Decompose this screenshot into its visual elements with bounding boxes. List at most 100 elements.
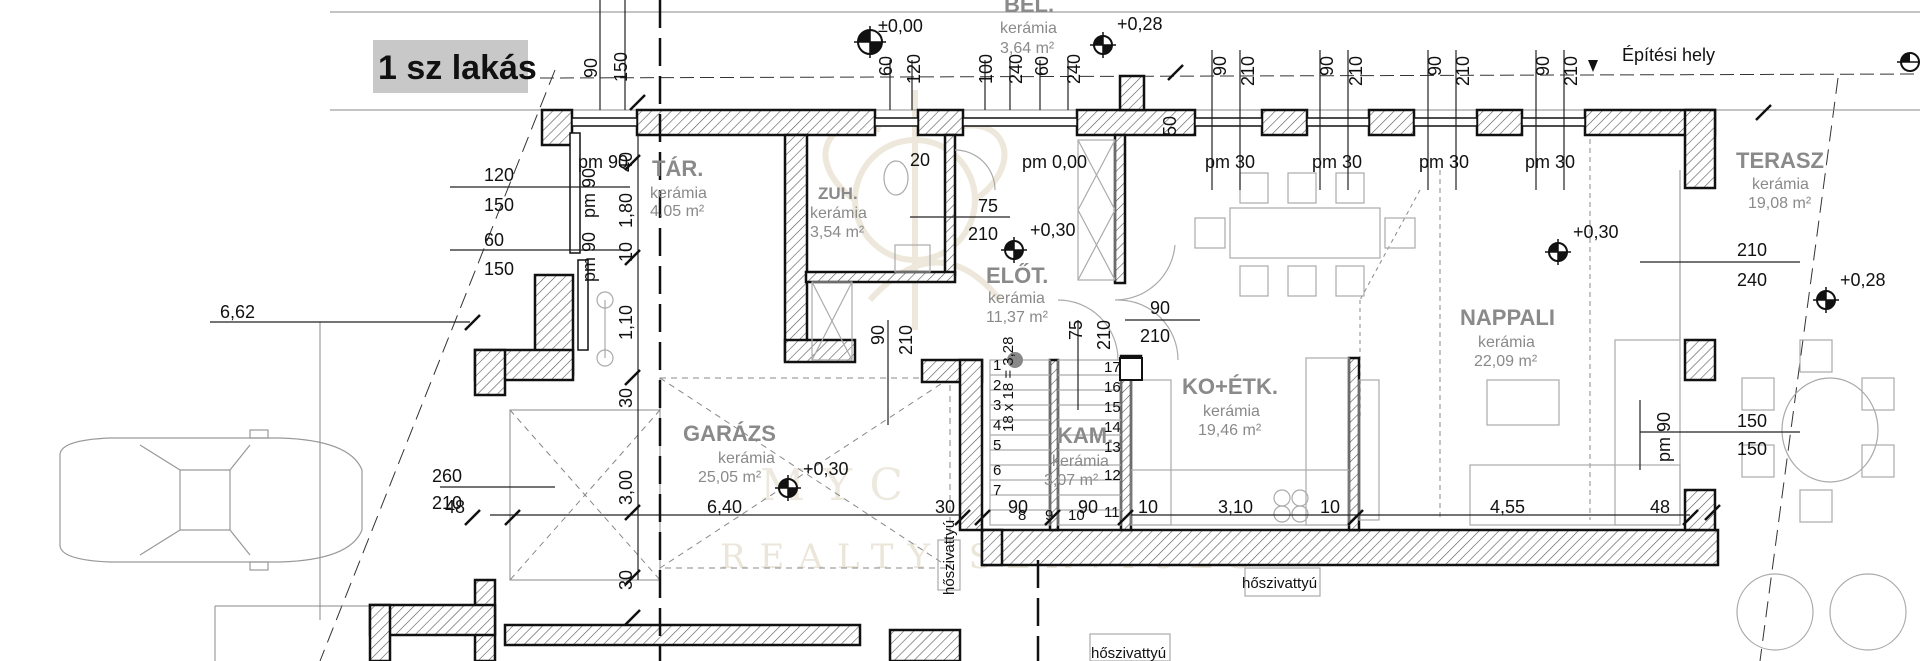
svg-text:10: 10 [1320, 497, 1340, 517]
svg-text:210: 210 [896, 325, 916, 355]
svg-text:12: 12 [1104, 467, 1121, 484]
svg-text:90: 90 [868, 325, 888, 345]
room-elot: ELŐT. kerámia 11,37 m² [986, 263, 1049, 326]
svg-text:10: 10 [1138, 497, 1158, 517]
svg-text:hőszivattyú: hőszivattyú [1242, 575, 1317, 592]
svg-text:48: 48 [445, 497, 465, 517]
elevation-marker [1897, 52, 1920, 72]
svg-text:30: 30 [616, 388, 636, 408]
svg-text:kerámia: kerámia [988, 290, 1045, 307]
svg-text:kerámia: kerámia [810, 205, 867, 222]
elevation-marker [1813, 287, 1839, 313]
svg-text:210: 210 [1140, 326, 1170, 346]
svg-text:pm 30: pm 30 [1419, 152, 1469, 172]
svg-text:11: 11 [1104, 504, 1120, 521]
svg-text:13: 13 [1104, 439, 1121, 456]
svg-text:25,05 m²: 25,05 m² [698, 469, 762, 486]
svg-text:90: 90 [1317, 56, 1337, 76]
room-labels: TÁR. kerámia 4,05 m² ZUH. kerámia 3,54 m… [650, 0, 1824, 489]
elevation-marker [1545, 239, 1571, 265]
svg-text:pm 90: pm 90 [579, 232, 599, 282]
svg-text:150: 150 [1737, 439, 1767, 459]
svg-text:kerámia: kerámia [650, 185, 707, 202]
svg-text:19,08 m²: 19,08 m² [1748, 195, 1812, 212]
svg-text:+0,28: +0,28 [1840, 270, 1886, 290]
svg-text:48: 48 [1650, 497, 1670, 517]
elevation-marker [1001, 237, 1027, 263]
room-zuh: ZUH. kerámia 3,54 m² [810, 184, 867, 241]
svg-text:120: 120 [484, 165, 514, 185]
svg-text:11,37 m²: 11,37 m² [986, 309, 1049, 326]
svg-text:kerámia: kerámia [1000, 20, 1057, 37]
svg-text:60: 60 [1032, 56, 1052, 76]
svg-text:210: 210 [1094, 320, 1114, 350]
svg-text:90: 90 [1008, 497, 1028, 517]
svg-text:4,05 m²: 4,05 m² [650, 203, 705, 220]
svg-text:KAM.: KAM. [1057, 423, 1113, 448]
svg-text:18 x 18 = 3,28: 18 x 18 = 3,28 [1000, 337, 1017, 433]
svg-text:pm 90: pm 90 [578, 152, 628, 172]
room-terasz: TERASZ kerámia 19,08 m² [1736, 148, 1824, 212]
svg-text:20: 20 [910, 150, 930, 170]
svg-text:pm 30: pm 30 [1525, 152, 1575, 172]
svg-text:kerámia: kerámia [718, 450, 775, 467]
svg-text:9: 9 [1045, 507, 1053, 524]
svg-text:150: 150 [1737, 411, 1767, 431]
svg-text:16: 16 [1104, 379, 1121, 396]
svg-text:210: 210 [968, 224, 998, 244]
svg-text:90: 90 [1425, 56, 1445, 76]
svg-text:kerámia: kerámia [1752, 176, 1809, 193]
dimension-ticks [464, 64, 1772, 626]
stair-numbers: 18 x 18 = 3,28 1 2 3 4 5 6 7 8 9 10 11 1… [993, 337, 1121, 525]
svg-text:hőszivattyú: hőszivattyú [1091, 645, 1166, 661]
svg-text:210: 210 [1737, 240, 1767, 260]
svg-text:75: 75 [978, 196, 998, 216]
svg-text:40: 40 [616, 152, 636, 172]
svg-text:kerámia: kerámia [1478, 334, 1535, 351]
svg-text:+0,30: +0,30 [1573, 222, 1619, 242]
svg-text:30: 30 [616, 570, 636, 590]
elevation-marker [1090, 32, 1116, 58]
svg-text:pm 90: pm 90 [1654, 412, 1674, 462]
svg-text:3,10: 3,10 [1218, 497, 1253, 517]
svg-text:3: 3 [993, 397, 1001, 414]
svg-text:ELŐT.: ELŐT. [986, 263, 1048, 288]
car-outline [59, 429, 363, 571]
svg-text:240: 240 [1006, 54, 1026, 84]
room-bel: BEL. kerámia 3,64 m² [1000, 0, 1057, 57]
dimension-lines [210, 0, 1800, 580]
svg-text:150: 150 [484, 259, 514, 279]
svg-text:BEL.: BEL. [1004, 0, 1054, 17]
svg-text:8: 8 [1018, 507, 1026, 524]
svg-text:10: 10 [616, 242, 636, 262]
svg-text:TÁR.: TÁR. [652, 156, 703, 181]
svg-text:120: 120 [904, 54, 924, 84]
svg-text:90: 90 [581, 58, 601, 78]
svg-text:260: 260 [432, 466, 462, 486]
left-vertical-dimensions: 40 1,80 10 1,10 30 3,00 30 [616, 152, 636, 590]
fixtures [596, 139, 1907, 661]
svg-text:150: 150 [611, 52, 631, 82]
svg-text:210: 210 [1346, 56, 1366, 86]
svg-text:2: 2 [993, 377, 1001, 394]
svg-text:210: 210 [1453, 56, 1473, 86]
svg-text:NAPPALI: NAPPALI [1460, 305, 1555, 330]
svg-text:210: 210 [432, 493, 462, 513]
room-garazs: GARÁZS kerámia 25,05 m² [683, 421, 776, 486]
svg-text:KO+ÉTK.: KO+ÉTK. [1182, 374, 1278, 399]
svg-text:240: 240 [1737, 270, 1767, 290]
svg-text:19,46 m²: 19,46 m² [1198, 422, 1262, 439]
svg-text:90: 90 [1210, 56, 1230, 76]
svg-text:90: 90 [1078, 497, 1098, 517]
svg-text:+0,28: +0,28 [1117, 14, 1163, 34]
room-koetk: KO+ÉTK. kerámia 19,46 m² [1182, 374, 1278, 439]
svg-text:60: 60 [484, 230, 504, 250]
walls [368, 74, 1720, 661]
svg-text:pm 30: pm 30 [1205, 152, 1255, 172]
svg-text:90: 90 [1150, 298, 1170, 318]
svg-text:3,07 m²: 3,07 m² [1044, 472, 1099, 489]
room-nappali: NAPPALI kerámia 22,09 m² [1460, 305, 1555, 370]
elevation-labels: ±0,00 +0,28 +0,30 +0,30 +0,30 +0,28 [803, 14, 1886, 479]
svg-text:15: 15 [1104, 399, 1121, 416]
